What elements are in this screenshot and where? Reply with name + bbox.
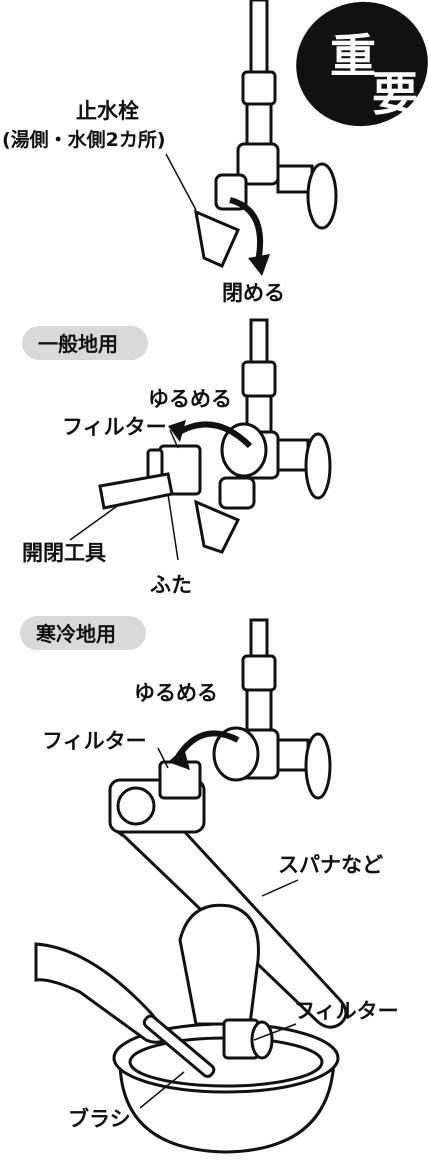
close-label: 閉める — [222, 281, 285, 305]
valve-stem-2 — [218, 476, 256, 510]
filter-label-2: フィルター — [42, 729, 147, 753]
loosen-arrowhead-1 — [168, 420, 186, 442]
wall-flange — [306, 162, 338, 230]
loosen-label-1: ゆるめる — [148, 387, 232, 411]
supply-pipe-3 — [249, 618, 269, 658]
valve-handle — [194, 209, 240, 268]
valve-outlet-3 — [276, 738, 310, 772]
valve-outlet-2 — [276, 438, 310, 472]
tool-label: 開閉工具 — [22, 541, 106, 565]
valve-handle-2 — [194, 499, 241, 554]
pipe-nut-2 — [241, 360, 277, 398]
spanner-label: スパナなど — [278, 853, 383, 877]
tool-leader-line — [69, 503, 121, 541]
valve-neck — [245, 102, 273, 146]
supply-pipe-2 — [249, 318, 269, 364]
loosen-arrowhead-2 — [168, 748, 190, 770]
badge-char-1: 重 — [330, 29, 376, 83]
valve-sub-label: (湯側・水側2カ所) — [2, 129, 166, 151]
valve-leader-line — [165, 153, 197, 211]
important-badge: 重 要 — [296, 1, 428, 127]
spanner-leader-line — [261, 879, 299, 897]
loosen-arrow-1 — [174, 421, 253, 449]
loosen-label-2: ゆるめる — [134, 681, 218, 705]
valve-body — [236, 142, 280, 186]
brush-leader-line — [139, 1071, 185, 1109]
pipe-nut-3 — [241, 654, 277, 692]
filter-port — [220, 422, 268, 478]
general-region-tag — [22, 326, 148, 360]
valve-neck-3 — [245, 688, 273, 732]
filter-leader-line — [169, 429, 179, 449]
filter-leader-line-4 — [253, 1023, 297, 1041]
supply-pipe — [249, 0, 269, 74]
filter-leader-line-3 — [157, 747, 169, 769]
valve-label: 止水栓 — [76, 99, 139, 123]
pipe-nut — [241, 70, 277, 106]
cap-leader-line — [167, 493, 179, 561]
right-hand — [178, 903, 260, 1026]
cap-label: ふた — [150, 573, 192, 597]
general-region-label: 一般地用 — [38, 332, 118, 356]
filter-cleaning-cap — [250, 1020, 274, 1060]
brush — [142, 1014, 216, 1078]
filter-port-3 — [212, 726, 260, 782]
wall-flange-3 — [304, 732, 332, 800]
stop-valve-illustration — [194, 0, 338, 268]
cleaning-illustration — [34, 903, 340, 1154]
wall-flange-2 — [304, 432, 332, 500]
cold-region-label: 寒冷地用 — [36, 622, 116, 646]
badge-char-2: 要 — [372, 67, 418, 121]
close-direction-arrow — [229, 197, 264, 263]
brush-label: ブラシ — [68, 1107, 131, 1131]
cold-region-tag — [20, 616, 146, 650]
close-arrowhead — [248, 254, 270, 276]
spanner-adjust-screw — [116, 786, 156, 826]
filter-label-3: フィルター — [294, 999, 399, 1023]
filter-cartridge-3 — [158, 760, 202, 800]
filter-label-1: フィルター — [62, 415, 167, 439]
open-close-tool — [98, 472, 174, 510]
